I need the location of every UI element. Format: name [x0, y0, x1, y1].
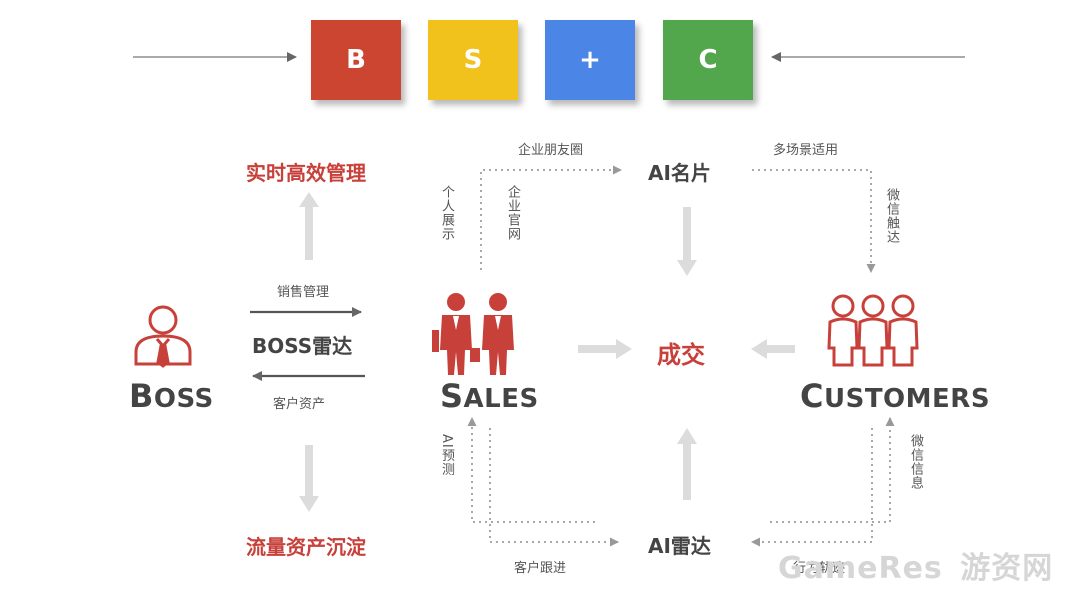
customer-follow-label: 客户跟进 [514, 561, 567, 576]
ai-predict-label: AI预测 [439, 434, 454, 477]
boss-label: BOSS [129, 377, 214, 415]
sales-label-cap: S [440, 377, 464, 415]
dotted-card-to-customers [752, 169, 876, 273]
block-s: S [428, 20, 518, 100]
customers-label: CUSTOMERS [800, 377, 990, 415]
deal-label: 成交 [657, 341, 705, 369]
watermark: GameRes 游资网 [778, 543, 1053, 587]
customer-assets-label: 客户资产 [273, 397, 326, 412]
block-b: B [311, 20, 401, 100]
dotted-radar-to-customers [770, 417, 895, 523]
multi-scene-label: 多场景适用 [773, 143, 839, 158]
arrow-customers-to-deal [751, 339, 795, 359]
enterprise-moments-label: 企业朋友圈 [518, 143, 584, 158]
boss-person-icon [134, 305, 192, 368]
boss-label-cap: B [129, 377, 154, 415]
traffic-asset-title: 流量资产沉淀 [246, 535, 366, 559]
sales-label: SALES [440, 377, 539, 415]
watermark-cn: 游资网 [960, 551, 1054, 586]
customers-label-rest: USTOMERS [823, 384, 991, 414]
personal-display-label: 个人展示 [439, 185, 454, 241]
realtime-management-title: 实时高效管理 [246, 161, 366, 185]
arrow-radar-to-deal [677, 428, 697, 500]
arrow-up-to-realtime [299, 192, 319, 260]
dotted-customers-to-radar [751, 428, 873, 547]
sales-management-label: 销售管理 [277, 285, 330, 300]
dotted-sales-to-radar [489, 428, 619, 547]
behavior-track-label: 行为轨迹 [793, 561, 846, 576]
arrow-card-to-deal [677, 207, 697, 276]
block-c: C [663, 20, 753, 100]
sales-label-rest: ALES [463, 384, 539, 414]
dotted-sales-to-card [480, 165, 622, 270]
ai-radar-label: AI雷达 [648, 534, 711, 558]
arrow-sales-to-deal [578, 339, 632, 359]
customers-label-cap: C [800, 377, 824, 415]
arrow-down-to-traffic [299, 445, 319, 512]
boss-radar-label: BOSS雷达 [252, 334, 353, 358]
sales-people-icon [432, 293, 514, 375]
enterprise-site-label: 企业官网 [505, 185, 520, 241]
wechat-info-label: 微信信息 [908, 434, 923, 490]
ai-card-label: AI名片 [648, 161, 711, 185]
wechat-reach-label: 微信触达 [884, 188, 899, 244]
customers-people-icon [827, 294, 919, 367]
dotted-radar-to-sales [467, 417, 595, 523]
boss-label-rest: OSS [153, 384, 214, 414]
watermark-brand: GameRes [778, 551, 943, 586]
block-plus: + [545, 20, 635, 100]
